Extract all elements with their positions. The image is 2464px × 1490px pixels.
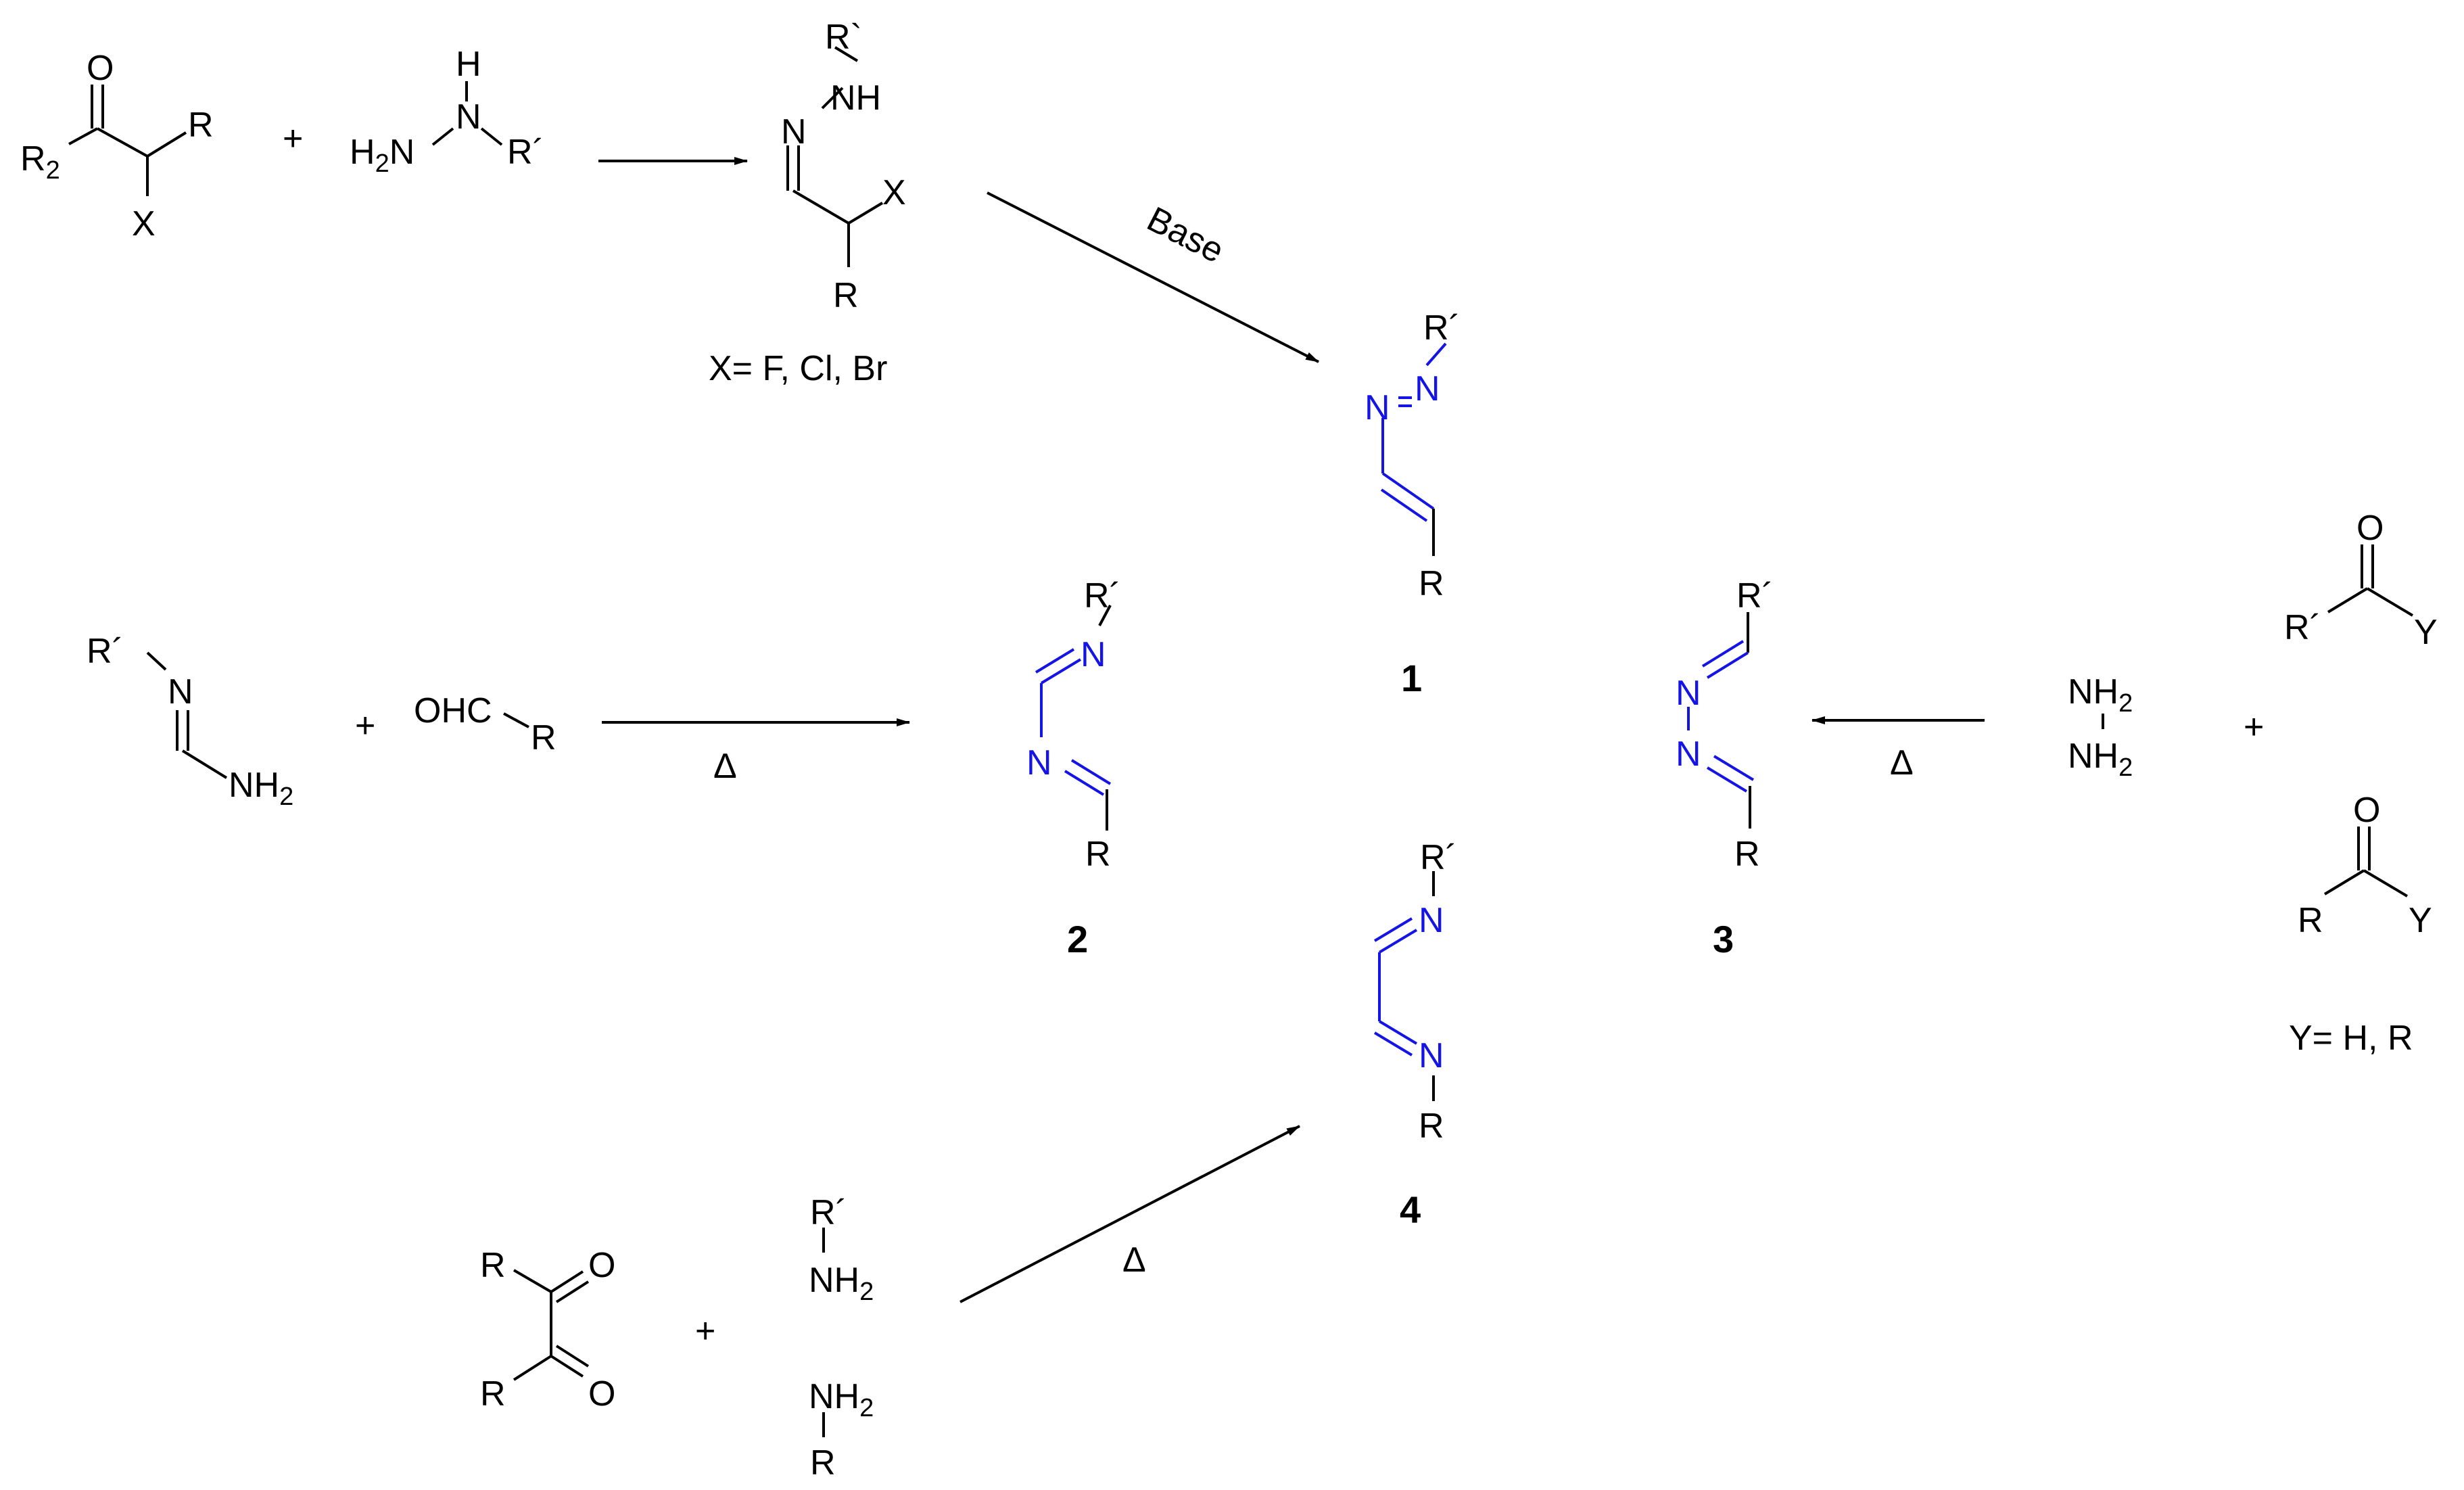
y-definition: Y= H, R	[2289, 1019, 2413, 1058]
atom-r-prime: R´	[810, 1193, 847, 1232]
hydrazine	[431, 81, 503, 146]
diketone	[513, 1269, 590, 1381]
atom-o: O	[2356, 509, 2384, 548]
atom-n: N	[1415, 369, 1440, 409]
heat-label: Δ	[1122, 1240, 1146, 1280]
atom-n: N	[1419, 1036, 1444, 1075]
base-label: Base	[1141, 200, 1230, 271]
atom-x: X	[882, 173, 906, 212]
atom-r: R	[810, 1443, 836, 1483]
atom-r: R	[1085, 835, 1111, 874]
plus-sign: +	[695, 1311, 715, 1351]
atom-r: R	[833, 276, 859, 315]
halo-ketone	[68, 85, 187, 196]
atom-r-grave: R`	[825, 18, 862, 57]
atom-y: Y	[2414, 613, 2438, 652]
heat-label: Δ	[1890, 743, 1914, 783]
atom-n: N	[1419, 901, 1444, 940]
aldehyde	[503, 712, 529, 728]
atom-r-prime: R´	[1423, 308, 1461, 348]
carbonyl-r	[2323, 827, 2409, 898]
atom-x: X	[132, 204, 156, 243]
bond	[1098, 605, 1112, 626]
base-arrow	[987, 191, 1319, 363]
atom-nh2: NH2	[809, 1261, 874, 1306]
atom-r-prime: R´	[1420, 838, 1457, 877]
atom-r-prime: R´	[2284, 608, 2321, 647]
heat-label: Δ	[713, 747, 737, 786]
atom-h2n: H2N	[350, 133, 414, 178]
atom-r: R	[2298, 901, 2323, 940]
atom-o: O	[588, 1374, 615, 1414]
atom-nh2: NH2	[229, 766, 293, 811]
compound-2-structure	[1035, 648, 1112, 796]
compound-1-structure	[1380, 342, 1447, 522]
atom-r-prime: R´	[507, 133, 544, 172]
atom-r2: R2	[20, 139, 60, 185]
atom-n: N	[1676, 674, 1701, 713]
atom-o: O	[2353, 791, 2380, 830]
atom-r: R	[480, 1246, 506, 1285]
atom-o: O	[588, 1246, 615, 1285]
atom-h: H	[456, 45, 481, 84]
atom-r-prime: R´	[1736, 576, 1774, 615]
plus-sign: +	[2244, 707, 2264, 747]
atom-r: R	[1734, 835, 1760, 874]
atom-nh2: NH2	[2068, 737, 2133, 782]
atom-n: N	[781, 112, 807, 152]
compound-3-structure	[1687, 640, 1755, 793]
atom-r: R	[1419, 564, 1444, 603]
atom-n: N	[168, 672, 193, 712]
atom-n: N	[1081, 635, 1106, 674]
atom-r: R	[1419, 1107, 1444, 1146]
atom-r: R	[188, 106, 214, 145]
atom-r: R	[531, 718, 556, 758]
atom-ohc: OHC	[414, 691, 492, 730]
atom-y: Y	[2409, 901, 2432, 940]
atom-n: N	[1365, 388, 1390, 427]
compound-4-structure	[1373, 917, 1418, 1056]
atom-o: O	[87, 49, 114, 88]
reaction-arrow	[959, 1125, 1300, 1303]
compound-label-1: 1	[1401, 657, 1422, 699]
atom-n: N	[1026, 743, 1052, 783]
plus-sign: +	[355, 706, 375, 745]
atom-r: R	[480, 1374, 506, 1414]
atom-n: N	[456, 97, 481, 137]
carbonyl-r-prime	[2327, 544, 2414, 617]
compound-label-2: 2	[1067, 918, 1088, 960]
atom-nh2: NH2	[2068, 672, 2133, 718]
x-definition: X= F, Cl, Br	[709, 349, 887, 388]
hydrazone-intermediate	[786, 46, 884, 267]
compound-label-3: 3	[1713, 918, 1734, 960]
atom-nh2: NH2	[809, 1377, 874, 1422]
compound-label-4: 4	[1400, 1188, 1421, 1231]
atom-r-prime: R´	[1084, 576, 1121, 615]
atom-n: N	[1676, 735, 1701, 774]
plus-sign: +	[283, 119, 303, 158]
atom-nh: NH	[830, 78, 881, 118]
atom-r-prime: R´	[87, 632, 124, 671]
amidine	[146, 651, 228, 779]
